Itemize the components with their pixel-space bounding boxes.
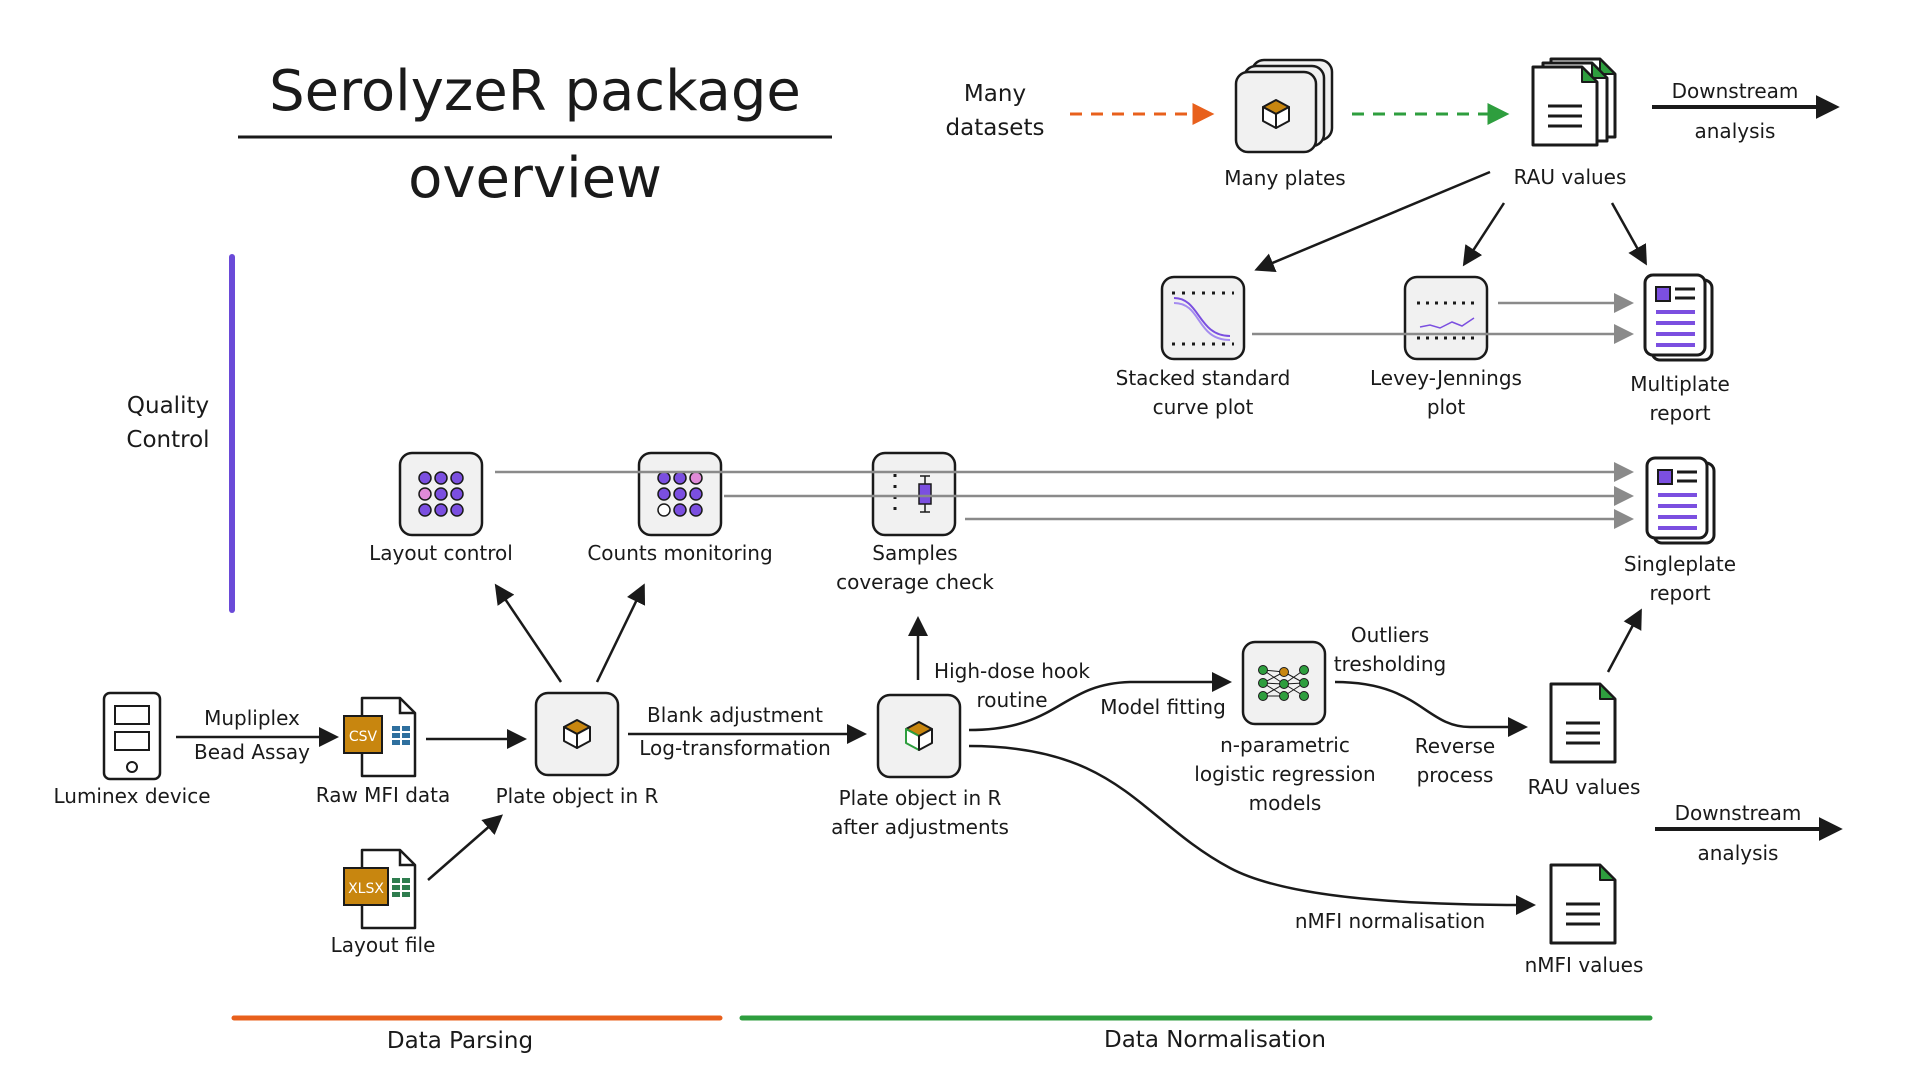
arrow-model-rau (1334, 680, 1528, 737)
model-fitting-label: Model fitting (1100, 695, 1226, 719)
plate-wells-icon (637, 451, 723, 537)
report-icon (1643, 273, 1714, 362)
arrow-adjusted-nmfi (968, 744, 1536, 915)
document-icon (1549, 863, 1617, 945)
raw-mfi-label: Raw MFI data (315, 783, 451, 807)
outliers-label: Outliers tresholding (1333, 623, 1447, 676)
sigmoid-curve-icon (1160, 275, 1246, 361)
multiplex-edge-label: Mupliplex Bead Assay (194, 706, 310, 764)
arrow-rau-stacked (1254, 170, 1491, 273)
luminex-device-icon (102, 691, 162, 781)
cube-icon (534, 691, 620, 777)
data-parsing-label: Data Parsing (386, 1028, 534, 1054)
luminex-device-label: Luminex device (53, 784, 211, 808)
page-subtitle: overview (408, 146, 662, 211)
document-icon (1549, 682, 1617, 764)
plate-object-label: Plate object in R (495, 784, 659, 808)
stacked-documents-icon (1531, 57, 1617, 147)
neural-network-icon (1241, 640, 1327, 726)
arrow-plate-layoutcontrol (494, 583, 563, 683)
data-normalisation-label: Data Normalisation (1104, 1027, 1326, 1053)
levey-jennings-icon (1403, 275, 1489, 361)
cube-icon (876, 693, 962, 779)
xlsx-tag: XLSX (348, 881, 384, 897)
layout-file-label: Layout file (330, 933, 436, 957)
many-plates-icon (1234, 58, 1334, 154)
downstream-top-label: Downstream analysis (1671, 79, 1799, 143)
many-datasets-label: Many datasets (945, 81, 1045, 141)
nparam-models-label: n-parametric logistic regression models (1194, 733, 1376, 815)
rau-values-bottom-label: RAU values (1527, 775, 1641, 799)
arrow-rau-singleplate (1606, 608, 1642, 673)
page-title: SerolyzeR package (269, 59, 801, 124)
plate-wells-icon (398, 451, 484, 537)
nmfi-normalisation-label: nMFI normalisation (1294, 909, 1486, 933)
samples-coverage-label: Samples coverage check (836, 541, 994, 594)
high-dose-label: High-dose hook routine (934, 659, 1090, 712)
many-plates-label: Many plates (1224, 166, 1346, 190)
arrow-adjusted-model (968, 672, 1232, 732)
layout-control-label: Layout control (369, 541, 513, 565)
counts-monitoring-label: Counts monitoring (587, 541, 773, 565)
levey-jennings-label: Levey-Jennings plot (1370, 366, 1522, 419)
arrow-plate-counts (595, 583, 646, 683)
singleplate-report-label: Singleplate report (1623, 552, 1737, 605)
plate-adjusted-label: Plate object in R after adjustments (831, 786, 1009, 839)
csv-file-icon (343, 696, 417, 778)
downstream-bottom-label: Downstream analysis (1674, 801, 1802, 865)
rau-values-top-label: RAU values (1513, 165, 1627, 189)
report-icon (1645, 456, 1716, 545)
quality-control-label: Quality Control (126, 393, 210, 453)
xlsx-file-icon (343, 848, 417, 930)
blank-adjustment-label: Blank adjustment (647, 703, 823, 727)
stacked-curve-label: Stacked standard curve plot (1115, 366, 1291, 419)
csv-tag: CSV (349, 729, 378, 745)
reverse-process-label: Reverse process (1414, 734, 1496, 787)
log-transformation-label: Log-transformation (639, 736, 831, 760)
arrow-rau-multiplate (1610, 202, 1647, 266)
arrow-layout-plate (427, 814, 504, 881)
boxplot-icon (871, 451, 957, 537)
nmfi-values-label: nMFI values (1524, 953, 1644, 977)
arrow-rau-levey (1462, 202, 1506, 267)
multiplate-report-label: Multiplate report (1630, 372, 1730, 425)
